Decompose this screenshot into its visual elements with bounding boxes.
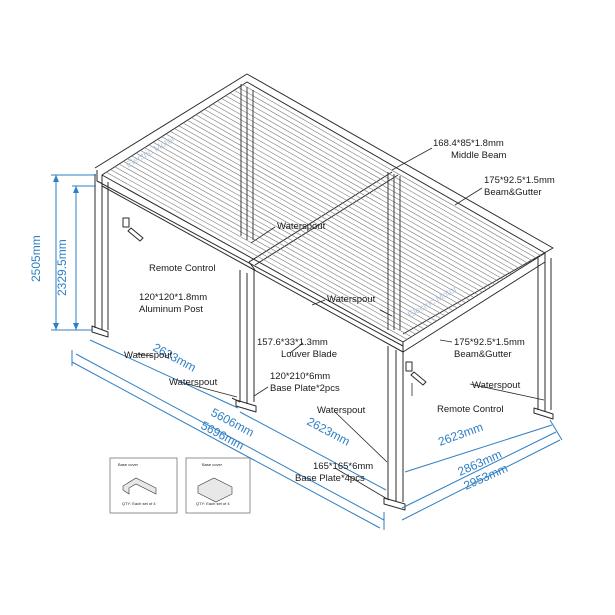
base-plate-large-size: 165*165*6mm [313, 461, 373, 472]
middle-beam-size: 168.4*85*1.8mm [433, 138, 504, 149]
louver-blade-line [157, 139, 458, 309]
leader-lines [135, 147, 545, 501]
waterspout-center: Waterspout [277, 221, 326, 232]
remote-control-left-label: Remote Control [149, 263, 216, 274]
dimension-height-clear: 2329.5mm [55, 239, 69, 296]
louver-blade-line [144, 147, 445, 317]
louver-blade-line [212, 103, 512, 275]
louver-blade-line [174, 128, 475, 298]
waterspout-right: Waterspout [472, 380, 521, 391]
waterspout-mid: Waterspout [327, 294, 376, 305]
beam-gutter-top-size: 175*92.5*1.5mm [484, 175, 555, 186]
louver-blade-line [178, 125, 479, 296]
post-label: Aluminum Post [139, 304, 203, 315]
middle-beam-label: Middle Beam [451, 150, 507, 161]
inset-title: Base cover [202, 462, 223, 467]
louver-blade-line [148, 144, 450, 314]
louver-blade-line [187, 120, 487, 290]
beam-gutter-right-size: 175*92.5*1.5mm [454, 337, 525, 348]
louver-blade-line [195, 114, 496, 285]
louver-blade-line [135, 152, 437, 322]
dimension-width-right-a: 2623mm [436, 420, 485, 449]
dimension-arrows [53, 175, 79, 330]
dimension-height-total: 2505mm [29, 235, 43, 282]
inset-title: Base cover [118, 462, 139, 467]
louver-blade-line [106, 172, 408, 340]
watermark-text: Electric Motor [124, 134, 177, 170]
remote-control-left [122, 217, 144, 242]
beam-gutter-top-label: Beam&Gutter [484, 187, 542, 198]
aluminum-post-front [383, 346, 406, 511]
louver-blade-line [221, 98, 521, 269]
waterspout-left: Waterspout [124, 350, 173, 361]
louver-blade-line [182, 122, 483, 293]
back-post [240, 84, 254, 240]
inset-base-cover-2: Base cover QTY: Each set of 4 [185, 457, 251, 514]
louver-blade-line [216, 100, 516, 272]
waterspout-front-left: Waterspout [169, 377, 218, 388]
inset-qty: QTY: Each set of 4 [196, 501, 230, 506]
louver-blade-line [118, 163, 420, 332]
base-plate-small-size: 120*210*6mm [270, 371, 330, 382]
louver-size: 157.6*33*1.3mm [257, 337, 328, 348]
remote-control-right-label: Remote Control [437, 404, 504, 415]
dimension-width-left-b: 2623mm [305, 414, 353, 448]
waterspout-front: Waterspout [317, 405, 366, 416]
louver-blade-line [204, 109, 504, 280]
louver-blade-line [123, 161, 425, 330]
louver-blade-line [229, 92, 529, 264]
louver-blade-line [110, 169, 412, 338]
louver-blades [106, 84, 541, 340]
component-labels: 168.4*85*1.8mm Middle Beam 175*92.5*1.5m… [124, 138, 555, 484]
louver-blade-line [165, 133, 466, 303]
back-right-post [387, 172, 401, 330]
aluminum-post-right [533, 258, 554, 420]
post-size: 120*120*1.8mm [139, 292, 207, 303]
louver-blade-line [225, 95, 525, 267]
louver-blade-line [242, 84, 541, 256]
aluminum-post-left [91, 174, 109, 338]
base-plate-large-label: Base Plate*4pcs [295, 473, 365, 484]
louver-blade-line [234, 89, 533, 262]
louver-blade-line [161, 136, 462, 306]
inset-base-cover-1: Base cover QTY: Each set of 4 [109, 457, 178, 514]
louver-blade-line [170, 130, 470, 301]
louver-blade-line [127, 158, 429, 327]
louver-blade-line [191, 117, 491, 288]
louver-blade-line [140, 150, 441, 319]
dimension-lines [51, 174, 563, 530]
louver-label: Louver Blade [281, 349, 337, 360]
louver-blade-line [208, 106, 508, 277]
louver-blade-line [131, 155, 433, 324]
inset-qty: QTY: Each set of 4 [122, 501, 156, 506]
louver-blade-line [114, 166, 416, 335]
base-plate-small-label: Base Plate*2pcs [270, 383, 340, 394]
aluminum-post-middle [231, 270, 257, 413]
beam-gutter-right-label: Beam&Gutter [454, 349, 512, 360]
louver-blade-line [199, 111, 500, 283]
remote-control-right [405, 361, 427, 386]
louver-blade-line [153, 141, 454, 311]
